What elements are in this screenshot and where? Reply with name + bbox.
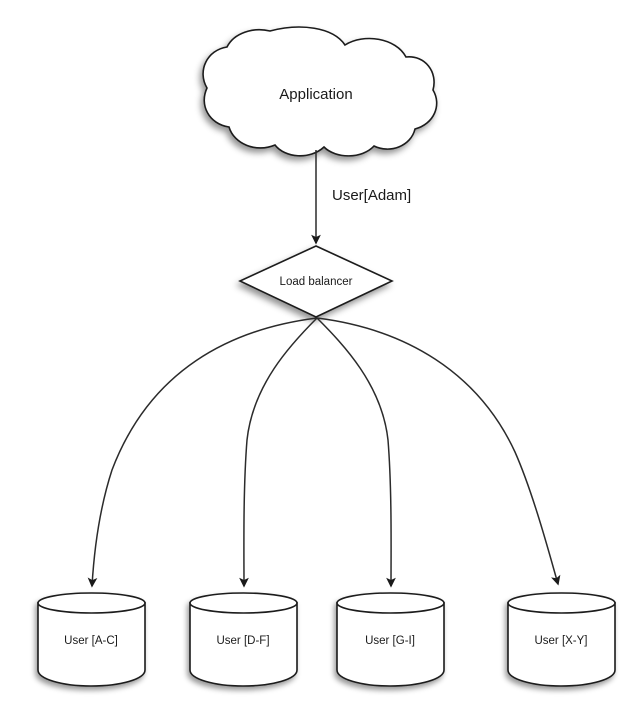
node-database-2[interactable]: User [D-F] [189,592,298,687]
edge-balancer-to-db-2 [239,317,318,588]
edge-balancer-to-db-4 [316,317,561,586]
diamond-shape [238,245,394,318]
node-database-4[interactable]: User [X-Y] [507,592,616,687]
edge-label-user-adam: User[Adam] [332,187,411,204]
cloud-label: Application [279,86,352,103]
database-label-1: User [A-C] [64,635,118,647]
cylinder-top-1 [37,592,146,614]
node-application-cloud[interactable]: Application [202,26,438,157]
edge-line-db-2 [239,317,318,588]
node-load-balancer-diamond[interactable]: Load balancer [238,245,394,318]
diamond-label: Load balancer [280,276,353,288]
edge-balancer-to-db-3 [316,317,396,588]
edge-line-db-4 [316,317,561,586]
cylinder-body-3 [336,602,445,687]
cylinder-body-4 [507,602,616,687]
cloud-shape [202,26,438,157]
cylinder-top-3 [336,592,445,614]
edge-balancer-to-db-1 [87,317,318,588]
database-label-4: User [X-Y] [534,635,587,647]
edge-application-to-load-balancer: User[Adam] [311,150,411,245]
cylinder-body-2 [189,602,298,687]
database-label-3: User [G-I] [365,635,415,647]
cylinder-top-4 [507,592,616,614]
cylinder-body-1 [37,602,146,687]
node-database-3[interactable]: User [G-I] [336,592,445,687]
database-label-2: User [D-F] [216,635,269,647]
cylinder-top-2 [189,592,298,614]
node-database-1[interactable]: User [A-C] [37,592,146,687]
edge-line-db-3 [316,317,396,588]
edge-line-db-1 [87,317,318,588]
